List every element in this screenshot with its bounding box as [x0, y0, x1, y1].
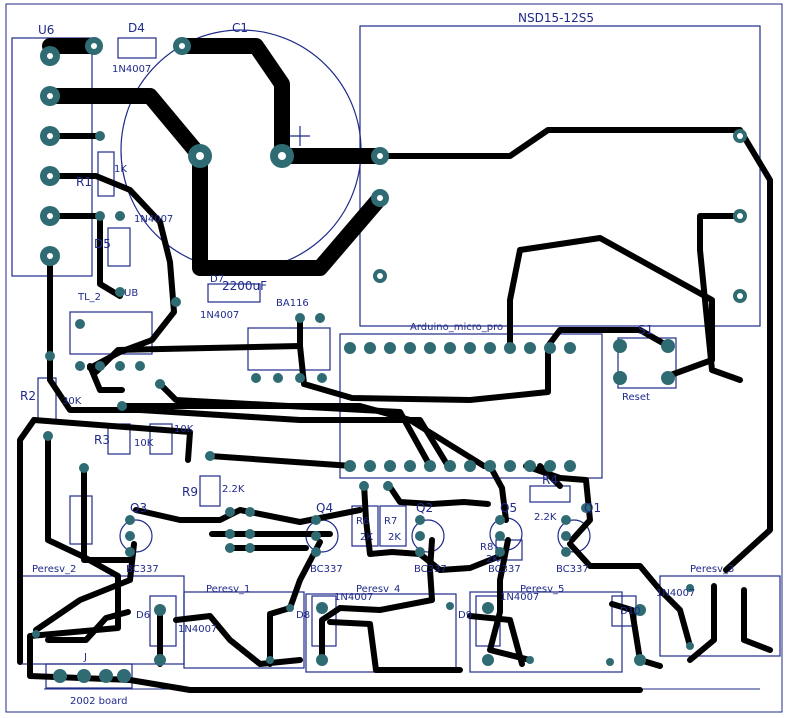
label-r2: R2 [20, 389, 36, 403]
label-peresv4: Peresv_4 [356, 584, 400, 595]
label-r1: R1 [76, 175, 92, 189]
label-peresv5: Peresv_5 [520, 584, 564, 595]
power-traces [42, 38, 388, 276]
label-reset: Reset [622, 392, 650, 403]
label-r3b: 10K [174, 424, 194, 435]
label-c1-value: 2200uF [222, 279, 267, 293]
label-q3: Q3 [130, 501, 147, 515]
label-q1: Q1 [584, 501, 601, 515]
label-r6-value: 2K [360, 532, 373, 543]
label-r4: R4 [542, 473, 558, 487]
u6-pads [40, 46, 60, 266]
label-tl2: TL_2 [77, 292, 101, 303]
label-d5-part: 1N4007 [134, 214, 173, 225]
label-d7: D7 [210, 274, 224, 285]
label-d10-part: 1N4007 [656, 588, 695, 599]
label-r3: R3 [94, 433, 110, 447]
label-peresv2: Peresv_2 [32, 564, 76, 575]
label-r7-value: 2K [388, 532, 401, 543]
board-outline [5, 3, 783, 713]
label-ba: BA116 [276, 298, 309, 309]
label-arduino: Arduino_micro_pro [410, 322, 503, 333]
label-d8: D8 [296, 610, 310, 621]
label-nsd: NSD15-12S5 [518, 11, 594, 25]
label-q4: Q4 [316, 501, 333, 515]
label-d4: D4 [128, 21, 145, 35]
label-footer: 2002 board [70, 696, 128, 707]
label-c1: C1 [232, 21, 248, 35]
label-j: J [83, 652, 87, 663]
label-d6-part: 1N4007 [178, 624, 217, 635]
label-r2-value: 30K [62, 396, 82, 407]
label-d9: D9 [458, 610, 472, 621]
label-peresv3: Peresv_3 [690, 564, 734, 575]
label-d7-part: 1N4007 [200, 310, 239, 321]
signal-traces [17, 127, 773, 693]
label-r9: R9 [182, 485, 198, 499]
label-d6: D6 [136, 610, 150, 621]
label-peresv1: Peresv_1 [206, 584, 250, 595]
label-q5: Q5 [500, 501, 517, 515]
label-d9-part: 1N4007 [500, 592, 539, 603]
label-bc337-b: BC337 [310, 564, 343, 575]
arduino-bottom-row [344, 460, 576, 472]
label-u6: U6 [38, 23, 54, 37]
label-r8: R8 [480, 542, 493, 553]
label-bc337-d: BC337 [488, 564, 521, 575]
label-r4-value: 2.2K [534, 512, 557, 523]
label-r3-value: 10K [134, 438, 154, 449]
component-labels: U6 D4 1N4007 C1 NSD15-12S5 R1 1K 1N4007 … [20, 11, 734, 707]
label-d8-part: 1N4007 [334, 592, 373, 603]
label-r8-value: 2K [486, 554, 499, 565]
label-r1-value: 1K [114, 164, 127, 175]
label-d4-part: 1N4007 [112, 64, 151, 75]
label-ub: UB [124, 288, 138, 299]
arduino-top-row [344, 342, 576, 354]
label-bc337-c: BC337 [414, 564, 447, 575]
label-r9-value: 2.2K [222, 484, 245, 495]
pads [32, 37, 747, 683]
label-d5: D5 [94, 237, 111, 251]
label-r7: R7 [384, 516, 397, 527]
label-d10: D10 [620, 606, 640, 617]
label-bc337-a: BC337 [126, 564, 159, 575]
label-s1: S1 [638, 323, 653, 337]
label-r6: R6 [356, 516, 369, 527]
label-q2: Q2 [416, 501, 433, 515]
label-bc337-e: BC337 [556, 564, 589, 575]
